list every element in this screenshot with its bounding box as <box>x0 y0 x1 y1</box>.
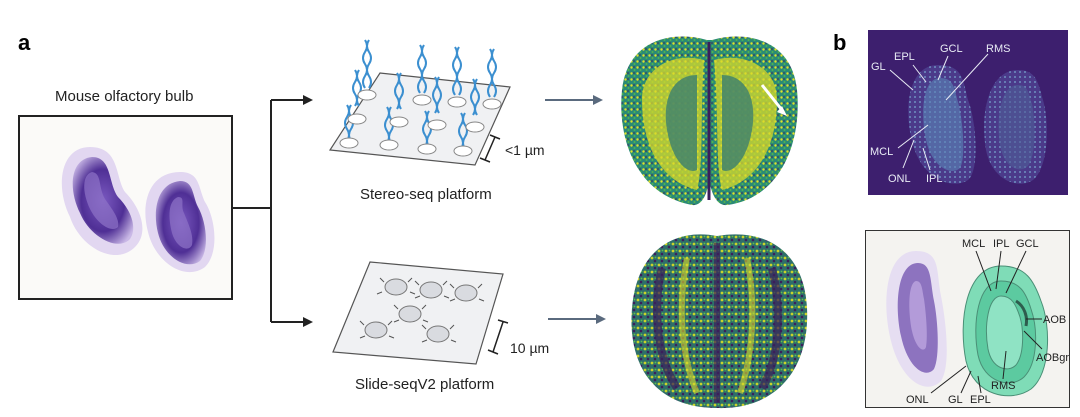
stereo-seq-result-image <box>621 36 798 206</box>
top-label-epl: EPL <box>894 51 915 63</box>
slide-caption: Slide-seqV2 platform <box>355 376 495 393</box>
stereo-caption: Stereo-seq platform <box>360 186 492 203</box>
bottom-label-onl: ONL <box>906 394 929 406</box>
bottom-label-mcl: MCL <box>962 238 985 250</box>
bottom-label-rms: RMS <box>991 380 1015 392</box>
slide-result-arrow <box>548 314 606 324</box>
stereo-scale-label: <1 µm <box>505 142 545 158</box>
top-label-ipl: IPL <box>926 173 943 185</box>
panel-b-atlas-image: MCL IPL GCL AOB AOBgr RMS ONL GL EPL <box>865 230 1070 408</box>
panel-b-section-image: GL EPL GCL RMS MCL ONL IPL <box>868 30 1068 195</box>
top-label-onl: ONL <box>888 173 911 185</box>
stereo-result-arrow <box>545 95 603 105</box>
bulb-title: Mouse olfactory bulb <box>55 88 194 105</box>
panel-letter-b: b <box>833 30 847 55</box>
top-label-mcl: MCL <box>870 146 893 158</box>
branch-arrows <box>233 95 313 327</box>
bottom-label-epl: EPL <box>970 394 991 406</box>
bottom-label-ipl: IPL <box>993 238 1010 250</box>
bottom-label-gl: GL <box>948 394 963 406</box>
nissl-bulb-image <box>18 115 233 300</box>
bottom-label-aobgr: AOBgr <box>1036 352 1069 364</box>
slide-seq-chip <box>332 261 509 365</box>
slide-seq-result-image <box>631 234 808 409</box>
bottom-label-aob: AOB <box>1043 314 1066 326</box>
bottom-label-gcl: GCL <box>1016 238 1039 250</box>
slide-scale-label: 10 µm <box>510 340 550 356</box>
panel-letter-a: a <box>18 30 31 55</box>
stereo-seq-chip <box>328 39 511 166</box>
top-label-gcl: GCL <box>940 43 963 55</box>
top-label-gl: GL <box>871 61 886 73</box>
top-label-rms: RMS <box>986 43 1010 55</box>
